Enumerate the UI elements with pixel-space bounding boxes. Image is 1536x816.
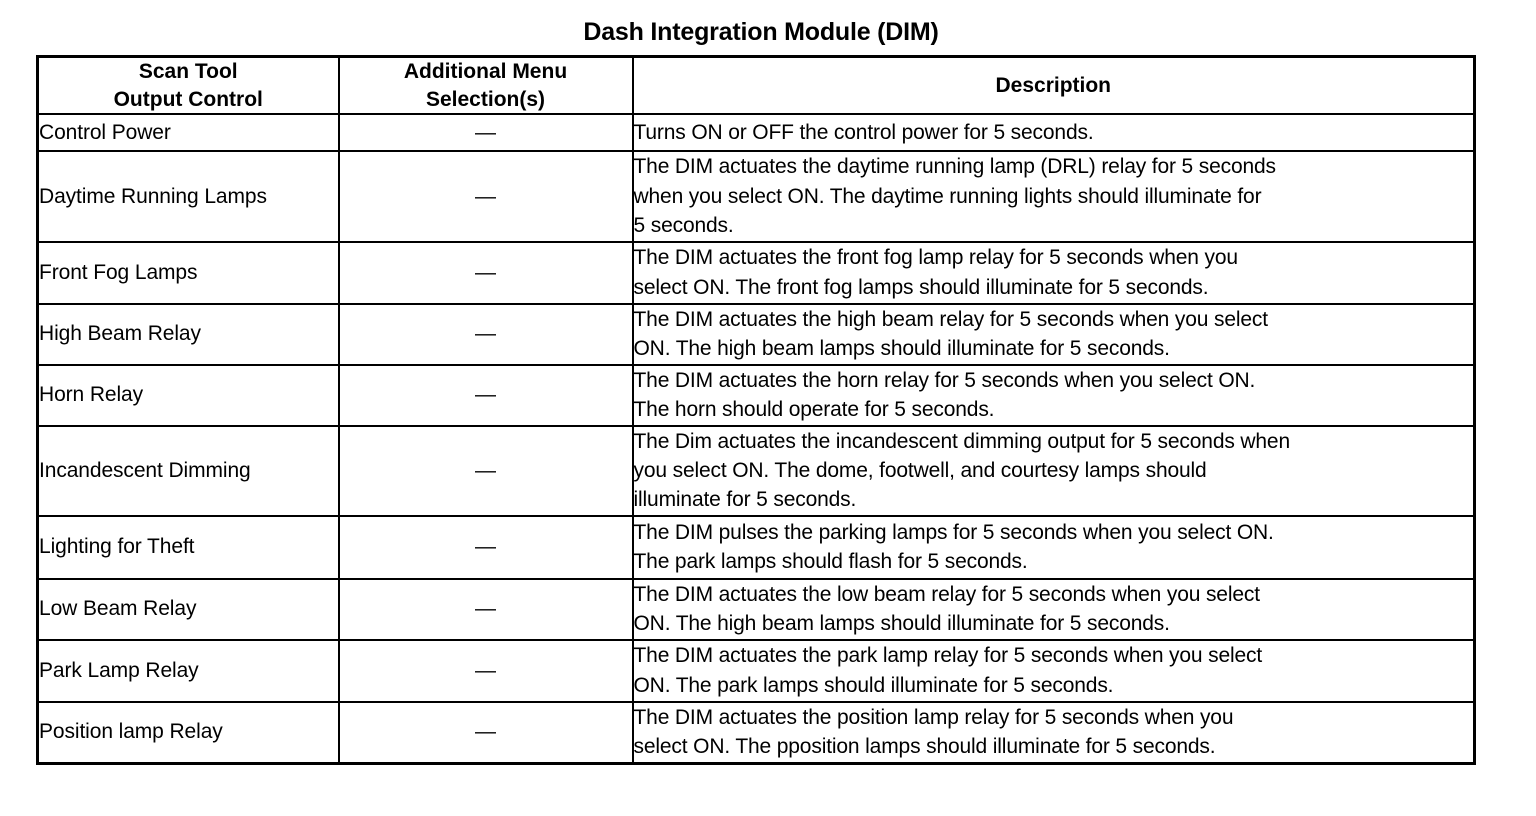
cell-description: The DIM actuates the position lamp relay… [631, 700, 1476, 765]
description-line: The DIM actuates the daytime running lam… [633, 155, 1277, 179]
cell-control-name: Control Power [36, 113, 340, 153]
cell-description: The DIM actuates the low beam relay for … [631, 577, 1476, 641]
description-line: The park lamps should flash for 5 second… [633, 550, 1028, 574]
description-line: The DIM actuates the position lamp relay… [633, 705, 1234, 729]
table-row: Control Power — Turns ON or OFF the cont… [36, 113, 1476, 153]
cell-additional-menu: — [337, 240, 634, 305]
description-line: illuminate for 5 seconds. [633, 488, 857, 512]
description-line: The DIM actuates the horn relay for 5 se… [633, 368, 1256, 392]
description-line: The horn should operate for 5 seconds. [633, 398, 995, 422]
cell-additional-menu: — [337, 424, 634, 517]
table-row: Lighting for Theft — The DIM pulses the … [36, 514, 1476, 580]
column-header-line-2: Output Control [113, 87, 263, 111]
cell-control-name: Daytime Running Lamps [36, 150, 340, 243]
dim-output-control-table-wrapper: Scan Tool Output Control Additional Menu… [36, 55, 1476, 765]
description-line: The DIM actuates the high beam relay for… [633, 307, 1269, 331]
description-line: you select ON. The dome, footwell, and c… [633, 459, 1207, 482]
table-header: Scan Tool Output Control Additional Menu… [36, 55, 1476, 116]
dim-output-control-table: Scan Tool Output Control Additional Menu… [36, 55, 1476, 765]
description-line: select ON. The front fog lamps should il… [633, 275, 1209, 299]
column-header-line-1: Scan Tool [138, 60, 238, 83]
column-header-line-1: Description [995, 73, 1112, 97]
description-line: select ON. The pposition lamps should il… [633, 735, 1216, 759]
description-line: The DIM pulses the parking lamps for 5 s… [633, 520, 1274, 544]
cell-description: The DIM pulses the parking lamps for 5 s… [631, 514, 1476, 580]
table-body: Control Power — Turns ON or OFF the cont… [36, 113, 1476, 765]
cell-additional-menu: — [337, 514, 634, 580]
table-row: Incandescent Dimming — The Dim actuates … [36, 424, 1476, 517]
cell-additional-menu: — [337, 150, 634, 243]
cell-additional-menu: — [337, 638, 634, 703]
description-line: The DIM actuates the low beam relay for … [633, 582, 1261, 606]
cell-description: Turns ON or OFF the control power for 5 … [631, 113, 1476, 153]
table-row: Horn Relay — The DIM actuates the horn r… [36, 363, 1476, 427]
cell-additional-menu: — [337, 577, 634, 641]
column-header-scan-tool-output-control: Scan Tool Output Control [36, 55, 340, 116]
table-row: Position lamp Relay — The DIM actuates t… [36, 700, 1476, 765]
column-header-description: Description [631, 55, 1476, 116]
cell-control-name: Position lamp Relay [36, 700, 340, 765]
cell-description: The DIM actuates the high beam relay for… [631, 302, 1476, 366]
cell-description: The DIM actuates the horn relay for 5 se… [631, 363, 1476, 427]
cell-additional-menu: — [337, 302, 634, 366]
description-line: The DIM actuates the front fog lamp rela… [633, 246, 1239, 270]
table-header-row: Scan Tool Output Control Additional Menu… [36, 55, 1476, 116]
cell-control-name: Horn Relay [36, 363, 340, 427]
description-line: ON. The high beam lamps should illuminat… [633, 612, 1170, 636]
cell-description: The DIM actuates the front fog lamp rela… [631, 240, 1476, 305]
description-line: ON. The high beam lamps should illuminat… [633, 337, 1170, 361]
column-header-additional-menu-selections: Additional Menu Selection(s) [337, 55, 634, 116]
page-title: Dash Integration Module (DIM) [583, 18, 939, 46]
table-row: Park Lamp Relay — The DIM actuates the p… [36, 638, 1476, 703]
cell-additional-menu: — [337, 363, 634, 427]
description-line: Turns ON or OFF the control power for 5 … [633, 121, 1094, 145]
cell-description: The DIM actuates the park lamp relay for… [631, 638, 1476, 703]
cell-control-name: High Beam Relay [36, 302, 340, 366]
table-row: Daytime Running Lamps — The DIM actuates… [36, 150, 1476, 243]
cell-description: The DIM actuates the daytime running lam… [631, 150, 1476, 243]
cell-control-name: Front Fog Lamps [36, 240, 340, 305]
column-header-line-2: Selection(s) [425, 87, 546, 111]
table-row: High Beam Relay — The DIM actuates the h… [36, 302, 1476, 366]
table-row: Low Beam Relay — The DIM actuates the lo… [36, 577, 1476, 641]
cell-control-name: Lighting for Theft [36, 514, 340, 580]
table-row: Front Fog Lamps — The DIM actuates the f… [36, 240, 1476, 305]
cell-additional-menu: — [337, 700, 634, 765]
cell-control-name: Incandescent Dimming [36, 424, 340, 517]
description-line: 5 seconds. [633, 214, 734, 238]
column-header-line-1: Additional Menu [403, 60, 568, 83]
description-line: when you select ON. The daytime running … [633, 184, 1262, 208]
cell-additional-menu: — [337, 113, 634, 153]
description-line: The DIM actuates the park lamp relay for… [633, 644, 1263, 668]
description-line: ON. The park lamps should illuminate for… [633, 673, 1114, 697]
cell-control-name: Park Lamp Relay [36, 638, 340, 703]
description-line: The Dim actuates the incandescent dimmin… [633, 429, 1291, 453]
cell-description: The Dim actuates the incandescent dimmin… [631, 424, 1476, 517]
cell-control-name: Low Beam Relay [36, 577, 340, 641]
